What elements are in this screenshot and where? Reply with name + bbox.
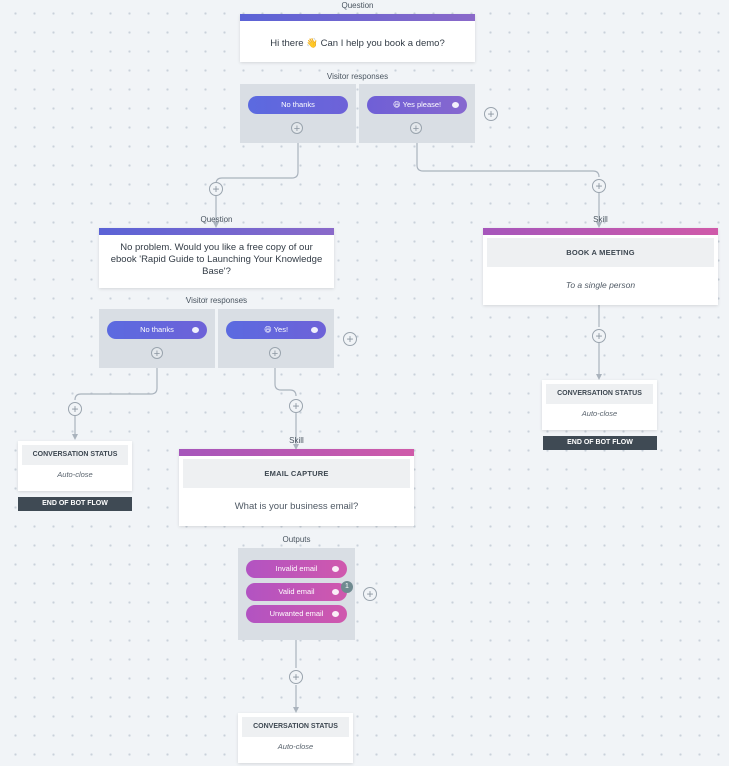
chat-bubble-icon <box>332 611 339 617</box>
skill-title: BOOK A MEETING <box>487 238 714 267</box>
status-value: Auto-close <box>581 409 618 418</box>
skill-accent-bar <box>179 449 414 456</box>
skill-label: Skill <box>289 436 304 445</box>
add-response-icon[interactable]: + <box>484 107 498 121</box>
question-label: Question <box>200 215 233 224</box>
response-pill-yes[interactable]: 😄 Yes! <box>226 321 326 339</box>
skill-card-email-capture[interactable]: EMAIL CAPTURE What is your business emai… <box>179 449 414 526</box>
skill-title: EMAIL CAPTURE <box>183 459 410 488</box>
output-label: Valid email <box>278 587 315 596</box>
response-label: 😄 Yes please! <box>392 100 442 109</box>
output-pill-unwanted-email[interactable]: Unwanted email <box>246 605 347 623</box>
outputs-panel: Invalid email Valid email Unwanted email… <box>238 548 355 640</box>
add-icon[interactable]: + <box>151 347 163 360</box>
outputs-label: Outputs <box>282 535 311 544</box>
visitor-responses-label: Visitor responses <box>185 296 248 305</box>
output-pill-invalid-email[interactable]: Invalid email <box>246 560 347 578</box>
end-of-bot-flow: END OF BOT FLOW <box>543 436 657 450</box>
question-accent-bar <box>99 228 334 235</box>
add-step-icon[interactable]: + <box>592 179 606 193</box>
status-title: CONVERSATION STATUS <box>242 717 349 737</box>
response-panel: 😄 Yes! + <box>218 309 334 368</box>
question-accent-bar <box>240 14 475 21</box>
question-card-left[interactable]: No problem. Would you like a free copy o… <box>99 228 334 288</box>
add-output-icon[interactable]: + <box>363 587 377 601</box>
status-title: CONVERSATION STATUS <box>22 445 128 465</box>
add-step-icon[interactable]: + <box>209 182 223 196</box>
add-step-icon[interactable]: + <box>289 670 303 684</box>
chat-bubble-icon <box>192 327 199 333</box>
chat-bubble-icon <box>311 327 318 333</box>
response-panel: 😄 Yes please! + <box>359 84 475 143</box>
conversation-status-card[interactable]: CONVERSATION STATUS Auto-close <box>18 441 132 491</box>
skill-accent-bar <box>483 228 718 235</box>
add-icon[interactable]: + <box>291 122 303 135</box>
add-icon[interactable]: + <box>410 122 422 135</box>
conversation-status-card[interactable]: CONVERSATION STATUS Auto-close <box>238 713 353 763</box>
chat-bubble-icon <box>452 102 459 108</box>
add-step-icon[interactable]: + <box>68 402 82 416</box>
response-label: No thanks <box>140 325 174 334</box>
add-icon[interactable]: + <box>269 347 281 360</box>
status-title: CONVERSATION STATUS <box>546 384 653 404</box>
output-label: Unwanted email <box>269 609 324 618</box>
add-step-icon[interactable]: + <box>289 399 303 413</box>
conversation-status-card[interactable]: CONVERSATION STATUS Auto-close <box>542 380 657 430</box>
response-pill-yes[interactable]: 😄 Yes please! <box>367 96 467 114</box>
status-value: Auto-close <box>277 742 314 751</box>
question-text: No problem. Would you like a free copy o… <box>110 242 323 277</box>
visitor-responses-label: Visitor responses <box>326 72 389 81</box>
status-value: Auto-close <box>57 470 93 479</box>
question-label: Question <box>341 1 374 10</box>
add-response-icon[interactable]: + <box>343 332 357 346</box>
end-of-bot-flow: END OF BOT FLOW <box>18 497 132 511</box>
count-badge: 1 <box>341 581 353 593</box>
skill-subtitle: To a single person <box>565 280 636 290</box>
skill-subtitle: What is your business email? <box>234 501 359 512</box>
response-pill-no-thanks[interactable]: No thanks <box>248 96 348 114</box>
response-pill-no-thanks[interactable]: No thanks <box>107 321 207 339</box>
response-panel: No thanks + <box>240 84 356 143</box>
skill-label: Skill <box>593 215 608 224</box>
response-label: 😄 Yes! <box>263 325 289 334</box>
skill-card-book-meeting[interactable]: BOOK A MEETING To a single person <box>483 228 718 305</box>
question-text: Hi there 👋 Can I help you book a demo? <box>270 38 445 49</box>
add-step-icon[interactable]: + <box>592 329 606 343</box>
output-label: Invalid email <box>275 564 318 573</box>
question-card-top[interactable]: Hi there 👋 Can I help you book a demo? <box>240 14 475 62</box>
output-pill-valid-email[interactable]: Valid email <box>246 583 347 601</box>
chat-bubble-icon <box>332 589 339 595</box>
response-panel: No thanks + <box>99 309 215 368</box>
chat-bubble-icon <box>332 566 339 572</box>
